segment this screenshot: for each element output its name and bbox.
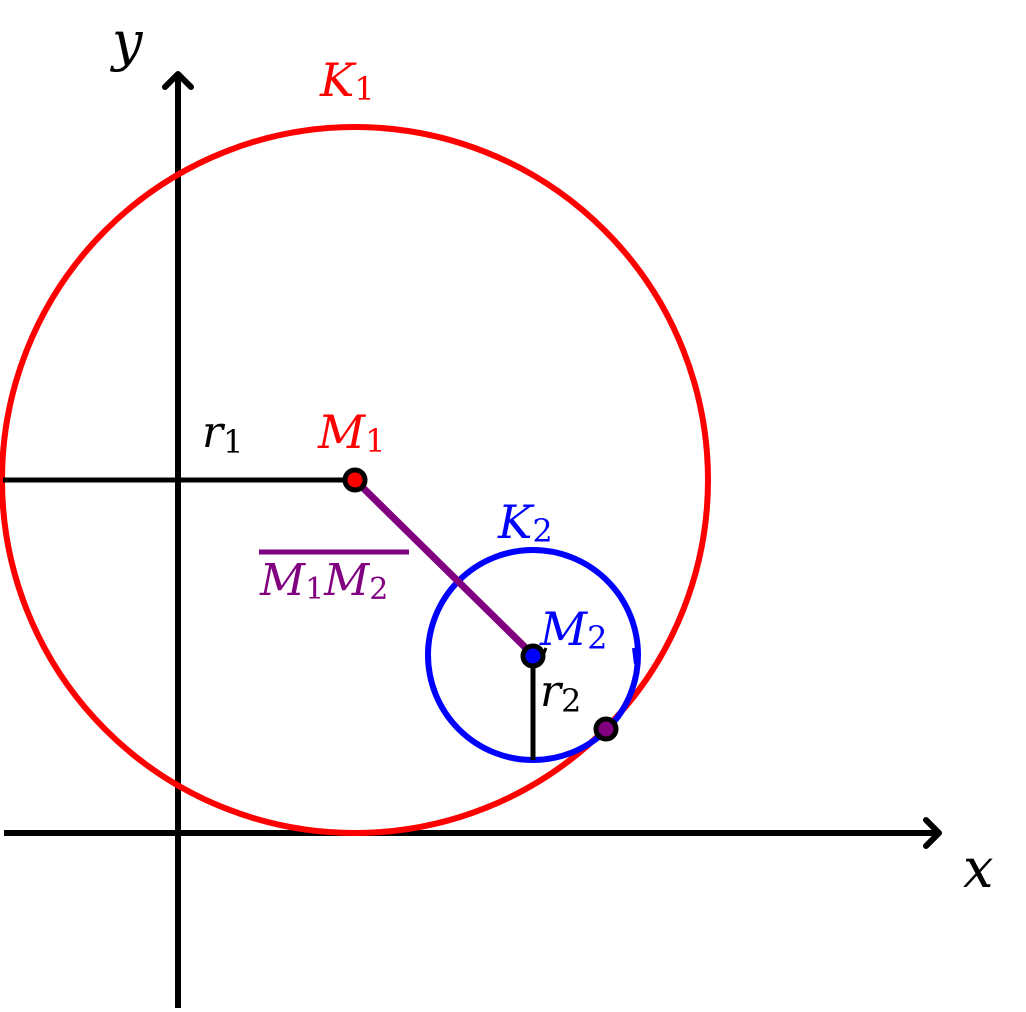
circle-k1-label: K1 [319,53,375,108]
radius-r1-label-sub: 1 [223,423,243,461]
segment-label-b-sub: 2 [369,572,388,607]
segment-m1-m2 [352,477,536,658]
circle-k1-label-sub: 1 [354,70,374,108]
point-m2 [520,643,546,669]
radius-r2-label-main: r [540,666,564,717]
point-tangent [593,716,619,742]
circle-k1 [0,124,711,836]
point-m1-label: M1 [317,405,385,460]
point-m2-label-main: M [539,602,589,656]
segment-label-a-sub: 1 [305,572,324,607]
point-m2-label: M2 [539,602,607,657]
point-m1 [342,467,368,493]
circle-k2-label: K2 [497,495,553,550]
circle-k2-end-tick [632,647,638,665]
point-m1-label-sub: 1 [365,422,385,460]
segment-m1m2-label: M1M2 [259,555,388,607]
x-axis-label: x [963,837,993,900]
radius-r1-label: r1 [202,407,243,461]
segment-label-a: M [259,555,306,606]
segment-label-b: M [323,555,370,606]
radius-r2-label-sub: 2 [561,682,581,720]
x-axis-arrowhead [923,817,942,849]
point-m2-label-sub: 2 [587,619,607,657]
y-axis-arrowhead [162,71,194,90]
radius-r1-label-main: r [202,407,226,458]
point-m1-label-main: M [317,405,367,459]
circle-k2-label-sub: 2 [532,512,552,550]
radius-r2-label: r2 [540,666,581,720]
y-axis-label: y [110,10,144,73]
circle-k1-label-main: K [319,53,357,107]
circle-k2-label-main: K [497,495,535,549]
